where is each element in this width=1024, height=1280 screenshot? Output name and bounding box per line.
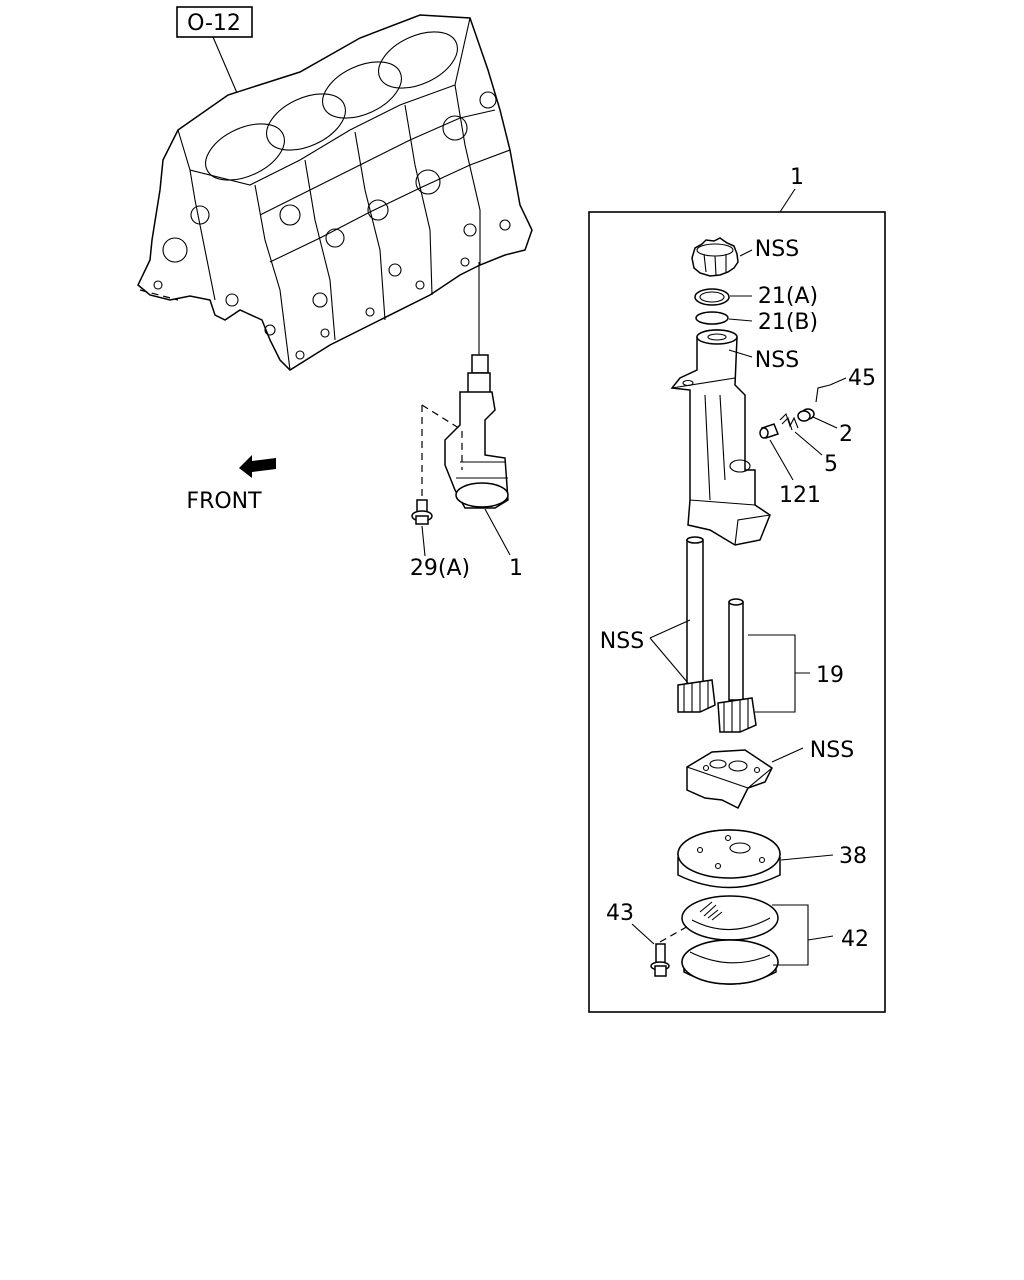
nss-shafts-leader-b: [649, 637, 689, 684]
label-21a: 21(A): [758, 284, 818, 309]
label-2: 2: [839, 422, 853, 447]
label-42: 42: [841, 927, 869, 952]
pump-body-illustration: [670, 329, 771, 546]
spring-5-illustration: [779, 412, 799, 431]
exploded-view-frame: [588, 211, 886, 1013]
label-box-title: 1: [790, 165, 804, 190]
cover-38-illustration: [677, 829, 781, 889]
label-38: 38: [839, 844, 867, 869]
valve-seat-2-leader: [812, 416, 838, 429]
label-29a: 29(A): [410, 556, 470, 581]
pump-plate-illustration: [686, 749, 773, 810]
label-front: FRONT: [186, 489, 262, 514]
ref-leader: [212, 36, 241, 101]
label-5: 5: [824, 452, 838, 477]
screen-42-bracket: [772, 904, 834, 966]
label-nss-body: NSS: [755, 348, 799, 373]
nss-plate-leader: [771, 747, 804, 763]
label-pump-main: 1: [509, 556, 523, 581]
bolt-29a-illustration: [411, 499, 433, 525]
label-21b: 21(B): [758, 310, 818, 335]
oil-pump-small-illustration: [444, 354, 509, 509]
nss-shafts-leader-a: [649, 619, 691, 639]
bolt-29a-leader: [421, 525, 426, 557]
plunger-121-leader: [769, 439, 794, 481]
ring-21b-leader: [728, 318, 753, 322]
screen-42-illustration: [681, 895, 779, 985]
label-45: 45: [848, 366, 876, 391]
cylinder-block-illustration: [137, 14, 533, 371]
ring-21b-illustration: [695, 311, 729, 325]
spring-5-leader: [794, 431, 823, 456]
front-arrow-icon: [239, 455, 276, 478]
label-nss-shafts: NSS: [600, 629, 644, 654]
bolt-43-illustration: [650, 943, 670, 977]
label-nss-top: NSS: [755, 237, 799, 262]
driven-shaft-gear-illustration: [717, 598, 757, 733]
label-121: 121: [779, 483, 821, 508]
pin-45-illustration: [815, 384, 831, 403]
label-43: 43: [606, 901, 634, 926]
label-19: 19: [816, 663, 844, 688]
label-nss-plate: NSS: [810, 738, 854, 763]
cover-38-leader: [780, 854, 834, 861]
nss-body-leader: [728, 349, 753, 358]
nss-top-leader: [739, 249, 753, 257]
pin-45-leader: [829, 377, 847, 386]
pump-main-leader: [484, 508, 511, 556]
pump-bolt-dash: [421, 404, 463, 500]
gear-set-19-bracket: [748, 634, 810, 713]
box-title-leader: [779, 188, 796, 213]
bolt-43-leader: [631, 923, 655, 945]
block-dash-hint: [139, 289, 179, 301]
bolt-43-dash: [659, 924, 691, 943]
drive-shaft-gear-illustration: [677, 536, 716, 713]
ref-box-label: O-12: [187, 11, 241, 36]
drive-gear-illustration: [691, 237, 739, 277]
plunger-121-illustration: [759, 423, 779, 439]
ref-box-o-12[interactable]: O-12: [176, 6, 253, 38]
